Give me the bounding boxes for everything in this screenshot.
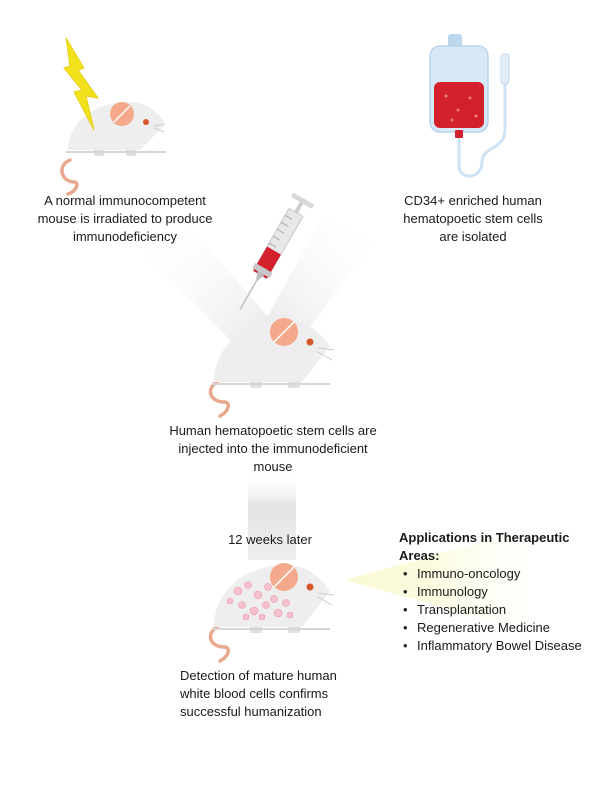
caption-line: are isolated xyxy=(439,229,507,244)
beam-left xyxy=(140,228,280,348)
beam-right xyxy=(262,218,376,340)
mouse-icon xyxy=(208,563,335,663)
human-cells xyxy=(226,581,294,621)
mouse-icon xyxy=(208,318,335,418)
list-item: Transplantation xyxy=(399,601,609,619)
caption-line: injected into the immunodeficient xyxy=(178,441,368,456)
caption-line: CD34+ enriched human xyxy=(404,193,542,208)
irradiation-caption: A normal immunocompetent mouse is irradi… xyxy=(20,192,230,246)
applications-panel: Applications in Therapeutic Areas: Immun… xyxy=(399,529,609,655)
caption-line: hematopoetic stem cells xyxy=(403,211,543,226)
detection-caption: Detection of mature human white blood ce… xyxy=(180,667,380,721)
caption-line: white blood cells confirms xyxy=(180,686,329,701)
caption-line: successful humanization xyxy=(180,704,322,719)
caption-line: mouse is irradiated to produce xyxy=(37,211,213,226)
applications-title: Applications in Therapeutic Areas: xyxy=(399,530,570,563)
mouse-icon xyxy=(60,102,166,196)
lightning-bolt-icon xyxy=(63,37,100,131)
list-item: Immuno-oncology xyxy=(399,565,609,583)
list-item: Regenerative Medicine xyxy=(399,619,609,637)
caption-line: immunodeficiency xyxy=(72,229,178,244)
caption-line: Human hematopoetic stem cells are xyxy=(169,423,377,438)
applications-list: Immuno-oncology Immunology Transplantati… xyxy=(399,565,609,655)
caption-line: mouse xyxy=(253,459,293,474)
isolation-caption: CD34+ enriched human hematopoetic stem c… xyxy=(368,192,578,246)
beam-center xyxy=(248,470,296,560)
list-item: Inflammatory Bowel Disease xyxy=(399,637,609,655)
iv-blood-bag-icon xyxy=(429,34,510,178)
caption-line: Detection of mature human xyxy=(180,668,337,683)
syringe-icon xyxy=(239,192,315,310)
injection-caption: Human hematopoetic stem cells are inject… xyxy=(148,422,398,476)
list-item: Immunology xyxy=(399,583,609,601)
caption-line: A normal immunocompetent xyxy=(44,193,206,208)
timing-label: 12 weeks later xyxy=(228,532,312,547)
